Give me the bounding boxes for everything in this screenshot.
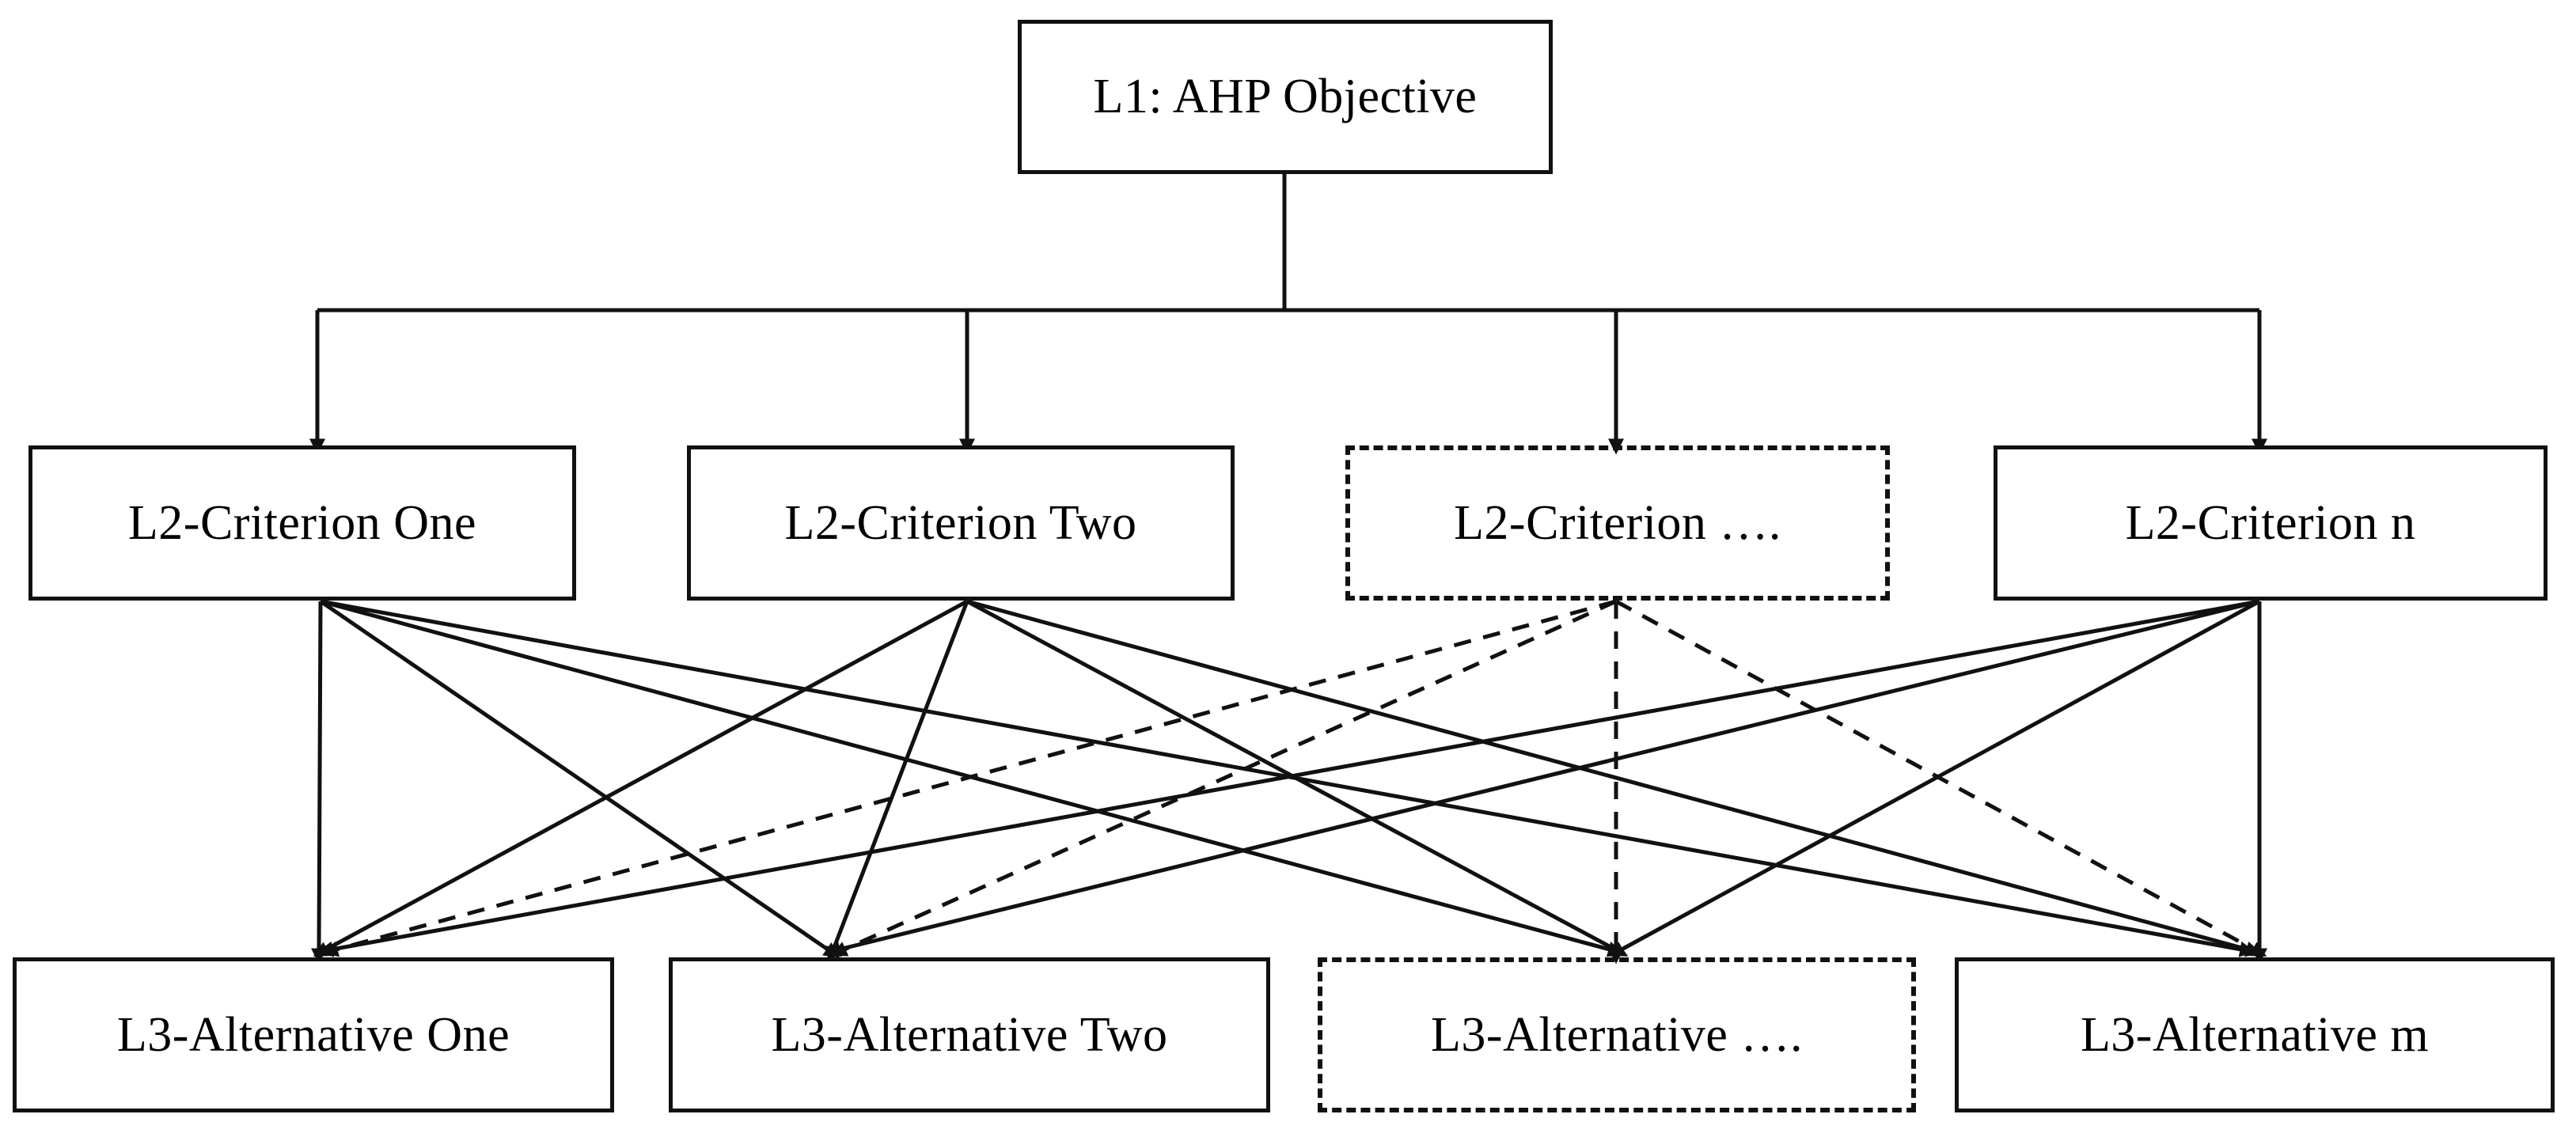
node-l2-criterion-one[interactable]: L2-Criterion One [28, 445, 576, 601]
edge-cn-a1 [317, 599, 2260, 957]
node-label-l3-alternative-m: L3-Alternative m [2080, 1007, 2430, 1062]
edge-c2-a3 [966, 599, 1629, 957]
edge-cn-a2 [825, 599, 2260, 957]
node-label-l3-alternative-ellipsis: L3-Alternative …. [1431, 1007, 1803, 1062]
node-label-l2-criterion-two: L2-Criterion Two [784, 495, 1137, 550]
dashed-criterion-edges [322, 599, 2267, 965]
node-label-l2-criterion-n: L2-Criterion n [2125, 495, 2416, 550]
node-label-l2-criterion-ellipsis: L2-Criterion …. [1454, 495, 1781, 550]
edge-cx-a1 [322, 599, 1617, 957]
edge-c1-a3 [320, 599, 1624, 957]
node-l3-alternative-one[interactable]: L3-Alternative One [13, 957, 614, 1112]
node-label-l3-alternative-two: L3-Alternative Two [771, 1007, 1168, 1062]
edge-c2-a2 [826, 601, 969, 964]
criteria-to-alternatives-edges [311, 599, 2267, 965]
node-label-l1-objective: L1: AHP Objective [1093, 70, 1478, 124]
edge-cx-a2 [831, 599, 1618, 957]
edge-c1-a4 [320, 599, 2256, 957]
edge-c1-a1 [311, 601, 328, 965]
node-l3-alternative-ellipsis[interactable]: L3-Alternative …. [1318, 957, 1916, 1112]
edge-c1-a2 [319, 599, 840, 958]
node-l2-criterion-ellipsis[interactable]: L2-Criterion …. [1345, 445, 1890, 601]
edge-cx-a4 [1614, 599, 2267, 957]
node-l2-criterion-two[interactable]: L2-Criterion Two [687, 445, 1235, 601]
edge-c2-a4 [966, 599, 2262, 957]
edge-c2-a1 [313, 599, 969, 957]
node-l3-alternative-m[interactable]: L3-Alternative m [1955, 957, 2555, 1112]
node-label-l3-alternative-one: L3-Alternative One [116, 1007, 510, 1062]
node-l3-alternative-two[interactable]: L3-Alternative Two [669, 957, 1270, 1112]
node-l2-criterion-n[interactable]: L2-Criterion n [1994, 445, 2548, 601]
objective-to-criteria-edges [309, 174, 2267, 455]
edge-cn-a3 [1608, 599, 2261, 957]
node-l1-objective[interactable]: L1: AHP Objective [1018, 20, 1553, 174]
node-label-l2-criterion-one: L2-Criterion One [127, 495, 477, 550]
